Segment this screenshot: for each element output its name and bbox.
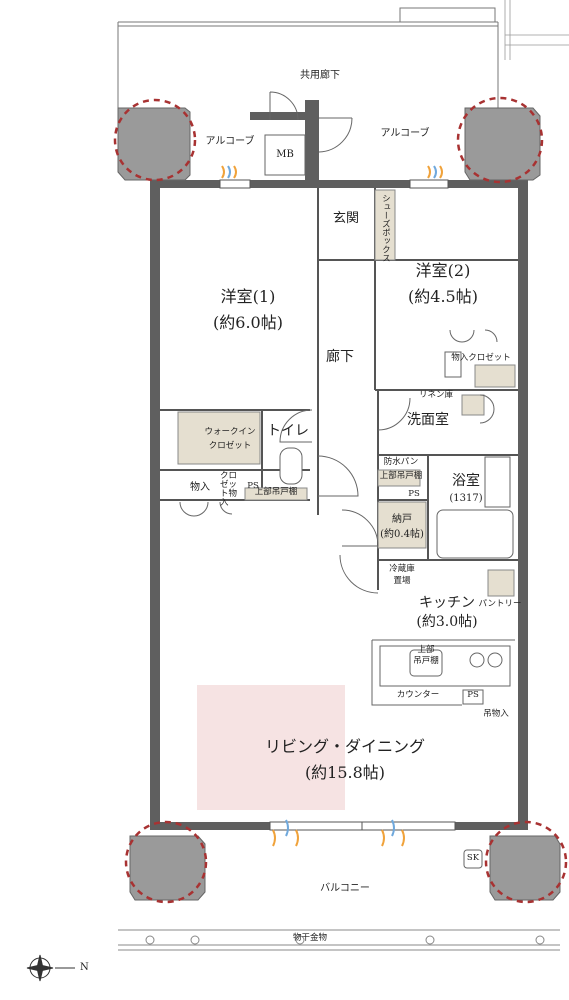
nando-label: 納戸: [392, 514, 412, 525]
column-top-right: [456, 96, 544, 184]
sk-label: SK: [466, 853, 480, 863]
balcony-rails: [118, 929, 560, 951]
living-rug: [197, 685, 345, 810]
column-top-left: [113, 98, 197, 182]
windows: [219, 179, 456, 831]
upper-cabinet-2-label: 上部吊戸棚: [379, 471, 423, 481]
doors: [179, 91, 498, 594]
pantry-label: パントリー: [478, 599, 522, 609]
ps-label-2: PS: [408, 489, 420, 499]
closet-storage-label: 物入クロゼット: [451, 353, 511, 363]
hanging-storage-label: 吊物入: [483, 709, 509, 719]
ps-label-3: PS: [467, 690, 479, 700]
living-dining-size-label: (約15.8帖): [304, 763, 386, 782]
nando-size-label: (約0.4帖): [380, 529, 424, 540]
kitchen-counter: [371, 351, 515, 706]
entrance-label: 玄関: [332, 211, 360, 226]
upper-cabinet-label: 上部吊戸棚: [254, 487, 298, 497]
western-room-2-size: (約4.5帖): [408, 287, 478, 306]
storage-fills: [177, 189, 516, 597]
kitchen-size-label: (約3.0帖): [416, 614, 478, 630]
shoe-box-label: シューズボックス: [380, 194, 391, 262]
fridge-label-1: 冷蔵庫: [389, 564, 415, 574]
bathroom-label: 浴室: [452, 473, 480, 489]
ps-label-1: PS: [247, 481, 259, 491]
compass-icon: [26, 954, 75, 982]
drying-label: 物干金物: [292, 933, 328, 943]
waterproof-pan-label: 防水パン: [383, 457, 419, 467]
counter-label: カウンター: [396, 690, 440, 700]
walkin-label-2: クロゼット: [208, 441, 252, 451]
western-room-1-size: (約6.0帖): [213, 313, 283, 332]
column-bottom-left: [124, 820, 208, 904]
alcove-left-label: アルコーブ: [205, 136, 255, 147]
column-bottom-right: [484, 820, 568, 904]
exterior-walls: [150, 100, 528, 830]
upper-label-1: 上部: [417, 645, 435, 655]
kitchen-label: キッチン: [419, 595, 475, 611]
toilet-label: トイレ: [267, 423, 309, 439]
upper-label-2: 吊戸棚: [413, 656, 439, 666]
western-room-1-name: 洋室(1): [220, 287, 276, 306]
vent-marks: [221, 165, 443, 847]
linen-label: リネン庫: [418, 390, 454, 400]
fixtures: [264, 134, 514, 869]
right-railing-edge: [504, 0, 569, 60]
interior-walls: [160, 188, 518, 590]
bath-size-label: (1317): [449, 493, 483, 504]
corridor-railing: [117, 7, 499, 108]
storage-label: 物入: [190, 482, 210, 493]
corridor-label: 共用廊下: [300, 70, 340, 81]
mb-label: MB: [276, 149, 294, 160]
washroom-label: 洗面室: [407, 412, 449, 428]
walkin-label-1: ウォークイン: [204, 427, 256, 437]
hallway-label: 廊下: [326, 349, 354, 365]
closet-storage-2-label: クロゼット物入: [220, 471, 238, 508]
north-label: N: [80, 962, 89, 973]
balcony-label: バルコニー: [320, 883, 370, 894]
living-dining-label: リビング・ダイニング: [264, 737, 426, 756]
western-room-2-name: 洋室(2): [415, 261, 471, 280]
alcove-right-label: アルコーブ: [380, 128, 430, 139]
fridge-label-2: 置場: [393, 576, 411, 586]
